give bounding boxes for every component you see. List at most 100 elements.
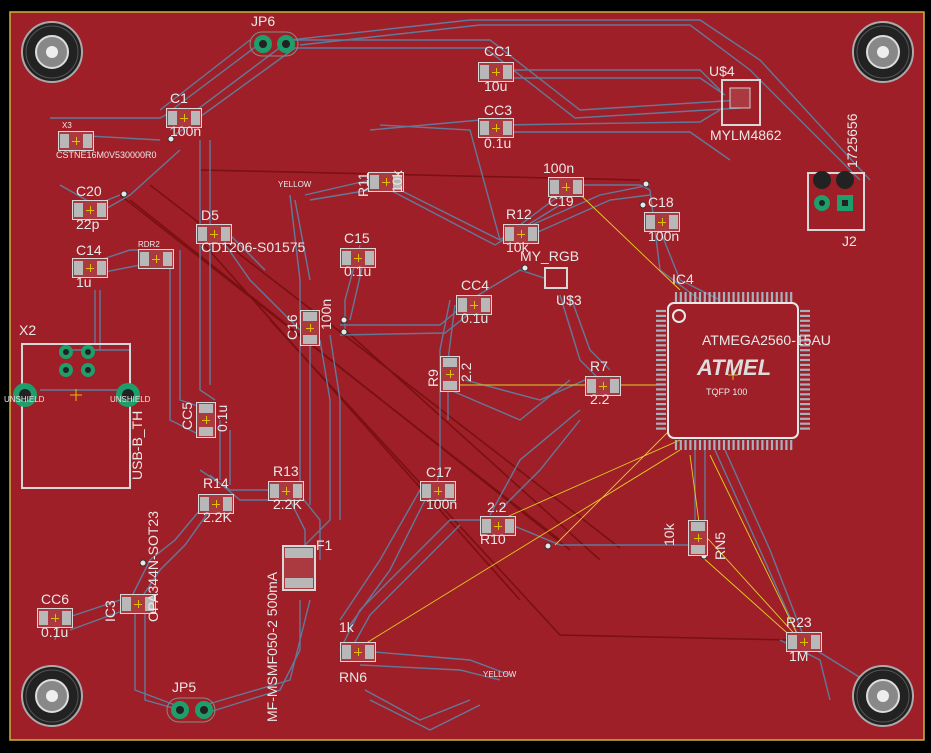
label-cc1-value: 10u — [484, 78, 508, 94]
label-r13-value: 2.2K — [273, 496, 302, 512]
label-cc6: CC6 — [41, 591, 70, 607]
label-cc5-value: 0.1u — [214, 404, 230, 432]
label-cc5: CC5 — [179, 401, 195, 430]
airwires — [354, 184, 801, 651]
label-c19-value: 100n — [543, 160, 575, 176]
usb-outline — [21, 343, 131, 489]
label-c14: C14 — [76, 242, 102, 258]
part-cc3 — [478, 118, 514, 138]
part-x3 — [58, 131, 94, 151]
label-r12: R12 — [506, 206, 532, 222]
us3-outline — [544, 267, 568, 289]
label-r10: R10 — [480, 531, 506, 547]
label-f1: F1 — [316, 537, 333, 553]
label-rn6-value: 1k — [339, 619, 354, 635]
part-c20 — [72, 200, 108, 220]
part-c15 — [340, 248, 376, 268]
label-r10-value: 2.2 — [487, 499, 507, 515]
label-f1-part: MF-MSMF050-2 500mA — [264, 571, 280, 722]
label-unshield-right: UNSHIELD — [110, 395, 151, 404]
label-tqfp: TQFP 100 — [706, 387, 748, 397]
label-c16-value: 100n — [318, 298, 334, 330]
label-cc3-value: 0.1u — [484, 135, 512, 151]
label-c17-value: 100n — [426, 496, 458, 512]
label-cc4-value: 0.1u — [461, 310, 489, 326]
label-j2-part: 1725656 — [844, 113, 860, 168]
label-r7-value: 2.2 — [590, 391, 610, 407]
label-r11-value: 10k — [389, 170, 405, 193]
part-r13 — [268, 481, 304, 501]
label-j2: J2 — [842, 233, 857, 249]
part-rn5 — [688, 520, 708, 556]
part-c18 — [644, 212, 680, 232]
bottom-traces — [119, 169, 791, 641]
label-unshield-left: UNSHIELD — [4, 395, 45, 404]
label-r9-value: 2.2 — [458, 362, 474, 382]
part-r7 — [585, 376, 621, 396]
label-r14-value: 2.2K — [203, 509, 232, 525]
us4-pad — [729, 87, 751, 109]
label-rdr: RDR2 — [138, 240, 160, 249]
atmel-logo: ATMEL — [697, 355, 772, 380]
jp5-footprint — [166, 697, 216, 723]
label-r14: R14 — [203, 475, 229, 491]
label-c19: C19 — [548, 193, 574, 209]
label-r23: R23 — [786, 614, 812, 630]
label-c20-value: 22p — [76, 216, 100, 232]
label-rn6: RN6 — [339, 669, 368, 685]
ic4-footprint — [656, 292, 810, 450]
part-cc6 — [37, 608, 73, 628]
label-opa: OPA344N-SOT23 — [145, 510, 161, 622]
part-r9 — [440, 356, 460, 392]
label-c16: C16 — [284, 314, 300, 340]
label-atmega: ATMEGA2560-15AU — [702, 332, 831, 348]
j2-footprint — [807, 171, 865, 231]
label-ic4: IC4 — [672, 271, 694, 287]
label-d5: D5 — [201, 207, 219, 223]
label-c18: C18 — [648, 194, 674, 210]
label-c17: C17 — [426, 464, 452, 480]
label-us4: U$4 — [709, 63, 735, 79]
mounting-holes — [21, 21, 914, 727]
label-my-rgb: MY_RGB — [520, 248, 580, 264]
label-yellow-top: YELLOW — [278, 180, 312, 189]
label-r12-value: 10k — [506, 239, 529, 255]
label-x3: X3 — [62, 121, 72, 130]
part-c19 — [548, 177, 584, 197]
jp6-footprint — [249, 31, 299, 57]
part-c1 — [166, 108, 202, 128]
label-c14-value: 1u — [76, 274, 92, 290]
top-traces — [40, 19, 881, 731]
label-cc6-value: 0.1u — [41, 624, 69, 640]
label-c15: C15 — [344, 230, 370, 246]
label-x3-part: CSTNE16M0V530000R0 — [56, 150, 157, 160]
part-d5 — [196, 224, 232, 244]
part-r23 — [786, 632, 822, 652]
label-jp5: JP5 — [172, 679, 197, 695]
usb-pads — [13, 345, 140, 407]
part-r12 — [503, 224, 539, 244]
label-rn5: RN5 — [712, 531, 728, 560]
label-cc4: CC4 — [461, 277, 490, 293]
part-rn6 — [340, 642, 376, 662]
part-cc1 — [478, 62, 514, 82]
part-rdr — [138, 249, 174, 269]
part-cc4 — [456, 295, 492, 315]
label-r7: R7 — [590, 358, 608, 374]
part-r14 — [198, 494, 234, 514]
label-cc3: CC3 — [484, 102, 513, 118]
label-mylm: MYLM4862 — [710, 127, 782, 143]
label-cc1: CC1 — [484, 43, 513, 59]
label-c20: C20 — [76, 183, 102, 199]
part-cc5 — [196, 402, 216, 438]
label-r13: R13 — [273, 463, 299, 479]
label-r11: R11 — [355, 172, 371, 197]
label-c1: C1 — [170, 90, 188, 106]
us4-outline — [721, 79, 761, 126]
label-c15-value: 0.1u — [344, 263, 372, 279]
part-ic3 — [120, 594, 156, 614]
label-jp6: JP6 — [251, 13, 276, 29]
label-ic3: IC3 — [102, 600, 118, 622]
